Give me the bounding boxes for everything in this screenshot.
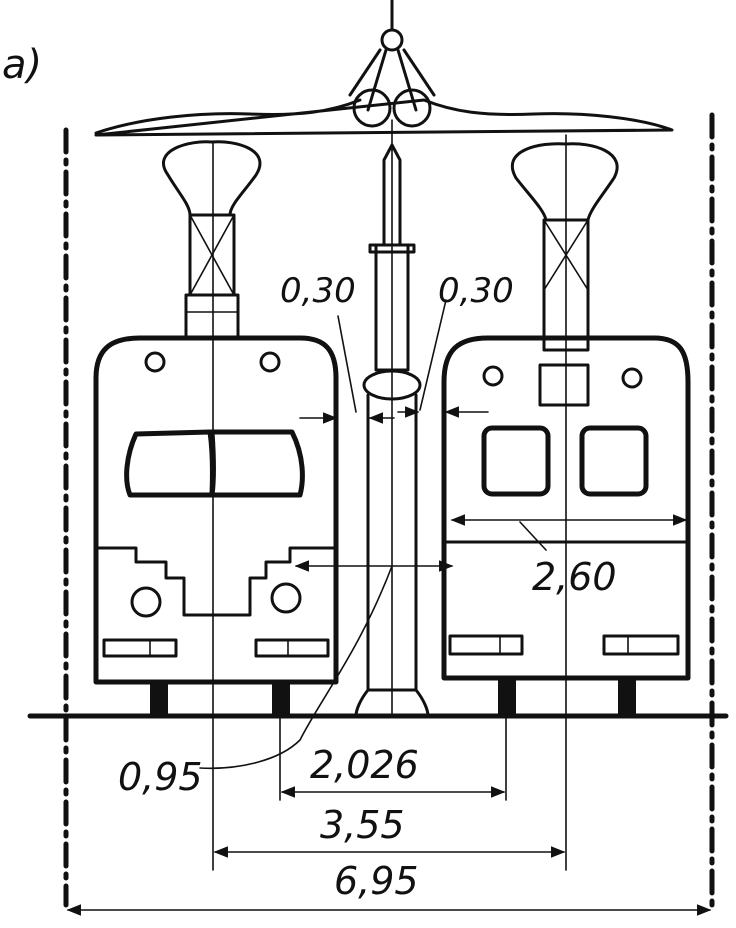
dim-label-overall-width: 6,95 bbox=[334, 859, 419, 903]
dimension-pole-offset: 0,95 bbox=[118, 560, 454, 799]
left-trolleybus bbox=[93, 140, 339, 871]
dimension-overall-width: 6,95 bbox=[66, 859, 712, 916]
dimension-clearance-left: 0,30 bbox=[280, 271, 395, 424]
dimension-track-centers: 3,55 bbox=[213, 803, 566, 858]
dim-label-clearance-left: 0,30 bbox=[280, 271, 356, 311]
dimension-bus-width: 2,60 bbox=[450, 514, 688, 599]
dim-label-bus-width: 2,60 bbox=[532, 555, 617, 599]
dim-label-wheel-spacing: 2,026 bbox=[310, 743, 419, 787]
dimension-wheel-spacing: 2,026 bbox=[280, 743, 506, 798]
dimension-clearance-right: 0,30 bbox=[397, 271, 514, 418]
panel-label: a) bbox=[2, 42, 42, 88]
right-trolleybus bbox=[441, 134, 691, 871]
dim-label-clearance-right: 0,30 bbox=[438, 271, 514, 311]
dim-label-pole-offset: 0,95 bbox=[118, 755, 203, 799]
overhead-catenary bbox=[94, 0, 674, 151]
dim-label-track-centers: 3,55 bbox=[320, 803, 405, 847]
central-pole bbox=[354, 143, 430, 718]
